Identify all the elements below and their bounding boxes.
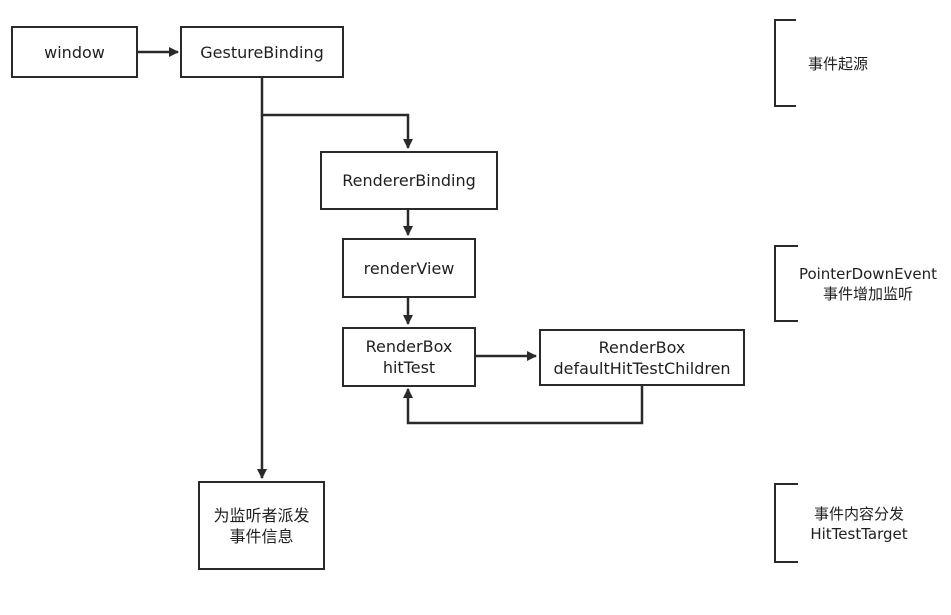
renderbox-hittest-line1: RenderBox (365, 337, 453, 356)
bracket-content-dispatch (774, 483, 798, 563)
window-node: window (11, 26, 138, 78)
render-view-node: renderView (342, 238, 476, 298)
renderbox-default-line1: RenderBox (598, 337, 686, 357)
bracket-pointer-down (774, 245, 798, 322)
arrow-default-to-hittest (403, 386, 644, 425)
window-node-label: window (44, 42, 105, 62)
note-event-origin: 事件起源 (790, 50, 886, 78)
renderbox-hittest-line2: hitTest (382, 358, 436, 377)
dispatch-line1: 为监听者派发 (213, 505, 310, 525)
renderbox-default-node: RenderBox defaultHitTestChildren (539, 329, 745, 386)
gesture-binding-node: GestureBinding (180, 26, 344, 78)
dispatch-line2: 事件信息 (229, 526, 294, 546)
arrow-gesture-to-renderer (260, 78, 413, 149)
gesture-binding-label: GestureBinding (200, 42, 324, 62)
renderbox-hittest-node: RenderBox hitTest (342, 327, 476, 387)
note-pointer-down: PointerDownEvent 事件增加监听 (790, 262, 946, 306)
dispatch-node: 为监听者派发 事件信息 (198, 481, 325, 570)
renderbox-default-line2: defaultHitTestChildren (553, 358, 731, 378)
renderer-binding-node: RendererBinding (320, 151, 498, 210)
note-content-dispatch-line1: 事件内容分发 (813, 505, 904, 523)
note-pointer-down-line2: 事件增加监听 (822, 285, 913, 303)
renderer-binding-label: RendererBinding (342, 171, 476, 190)
note-pointer-down-line1: PointerDownEvent (798, 265, 938, 283)
bracket-event-origin (774, 19, 796, 107)
note-content-dispatch-line2: HitTestTarget (810, 525, 908, 543)
note-content-dispatch: 事件内容分发 HitTestTarget (795, 502, 923, 546)
render-view-label: renderView (363, 258, 455, 278)
note-event-origin-text: 事件起源 (807, 55, 868, 73)
